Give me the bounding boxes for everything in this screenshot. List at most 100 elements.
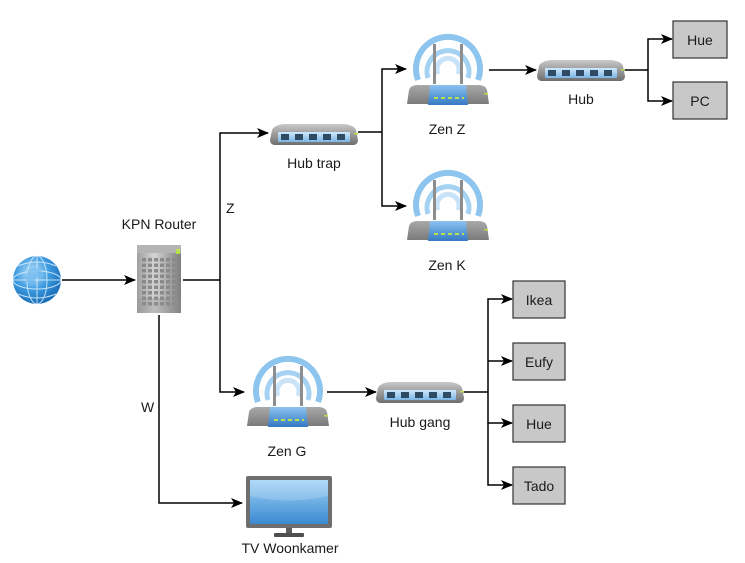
- server-vent: [148, 263, 152, 267]
- node-hue-top[interactable]: Hue: [672, 20, 728, 59]
- tado-label: Tado: [524, 478, 555, 494]
- node-internet[interactable]: [12, 255, 62, 305]
- wifi-router-icon: [247, 359, 329, 427]
- server-vent: [148, 291, 152, 295]
- server-vent: [160, 302, 164, 306]
- device-box: [512, 280, 566, 319]
- server-vent: [172, 280, 176, 284]
- server-vent: [142, 291, 146, 295]
- server-vent: [154, 274, 158, 278]
- server-vent: [160, 280, 164, 284]
- zen-g-label: Zen G: [268, 443, 307, 459]
- server-vent: [142, 263, 146, 267]
- node-hub-trap[interactable]: Hub trap: [270, 124, 358, 171]
- node-ikea[interactable]: Ikea: [512, 280, 566, 319]
- server-vent: [172, 296, 176, 300]
- server-vent: [154, 263, 158, 267]
- server-vent: [142, 280, 146, 284]
- server-vent: [166, 263, 170, 267]
- server-vent: [142, 258, 146, 262]
- hub-label: Hub: [568, 91, 594, 107]
- server-vent: [148, 258, 152, 262]
- server-vent: [142, 274, 146, 278]
- server-vent: [172, 258, 176, 262]
- server-vent: [154, 258, 158, 262]
- server-vent: [154, 291, 158, 295]
- node-kpn-router[interactable]: KPN Router: [122, 216, 197, 313]
- edge-hub-gang-tado: [487, 423, 513, 490]
- server-vent: [172, 269, 176, 273]
- server-vent: [166, 285, 170, 289]
- node-zen-k[interactable]: Zen K: [407, 173, 489, 273]
- server-vent: [142, 269, 146, 273]
- server-vent: [154, 285, 158, 289]
- pc-label: PC: [690, 93, 709, 109]
- device-box: [512, 466, 566, 505]
- server-vent: [160, 263, 164, 267]
- edge-hub-gang-ikea: [487, 294, 513, 392]
- edges: Z W: [62, 34, 673, 508]
- edge-hub-trap-zen-k: [381, 132, 407, 211]
- node-hue-bottom[interactable]: Hue: [512, 404, 566, 443]
- server-vent: [148, 285, 152, 289]
- node-hub-gang[interactable]: Hub gang: [376, 382, 464, 430]
- kpn-router-label: KPN Router: [122, 216, 197, 232]
- node-zen-g[interactable]: Zen G: [247, 359, 329, 459]
- edge-router-zen-g: [219, 280, 245, 397]
- device-box: [512, 342, 566, 381]
- ikea-label: Ikea: [526, 292, 553, 308]
- server-vent: [172, 263, 176, 267]
- server-vent: [142, 285, 146, 289]
- device-box: [672, 20, 728, 59]
- edge-hub-hue: [647, 34, 673, 70]
- server-vent: [172, 302, 176, 306]
- network-hub-icon: [270, 124, 358, 145]
- server-vent: [166, 296, 170, 300]
- edge-hub-trap-zen-z: [381, 64, 407, 132]
- server-vent: [148, 274, 152, 278]
- server-vent: [160, 285, 164, 289]
- node-zen-z[interactable]: Zen Z: [407, 37, 489, 137]
- node-hub[interactable]: Hub: [537, 60, 625, 107]
- device-box: [672, 81, 728, 120]
- server-vent: [142, 296, 146, 300]
- server-vent: [166, 280, 170, 284]
- server-vent: [160, 274, 164, 278]
- edge-hub-gang-hue: [487, 392, 513, 428]
- edge-router-tv: [158, 315, 243, 508]
- server-vent: [154, 280, 158, 284]
- server-vent: [172, 285, 176, 289]
- eufy-label: Eufy: [525, 354, 553, 370]
- server-vent: [166, 258, 170, 262]
- edge-label-w: W: [141, 399, 155, 415]
- server-vent: [166, 274, 170, 278]
- server-vent: [160, 258, 164, 262]
- server-vent: [166, 291, 170, 295]
- node-tv[interactable]: TV Woonkamer: [242, 476, 339, 556]
- zen-k-label: Zen K: [428, 257, 466, 273]
- edge-label-z: Z: [226, 200, 235, 216]
- network-hub-icon: [376, 382, 464, 403]
- node-eufy[interactable]: Eufy: [512, 342, 566, 381]
- server-vent: [142, 302, 146, 306]
- hub-gang-label: Hub gang: [390, 414, 451, 430]
- tv-label: TV Woonkamer: [242, 540, 339, 556]
- server-vent: [172, 291, 176, 295]
- monitor-icon: [246, 476, 332, 537]
- server-vent: [172, 274, 176, 278]
- server-vent: [160, 291, 164, 295]
- server-tower-icon: [137, 245, 181, 313]
- server-vent: [154, 269, 158, 273]
- wifi-router-icon: [407, 173, 489, 241]
- node-tado[interactable]: Tado: [512, 466, 566, 505]
- hue-bottom-label: Hue: [526, 416, 552, 432]
- server-vent: [166, 302, 170, 306]
- server-vent: [148, 302, 152, 306]
- server-vent: [148, 280, 152, 284]
- server-vent: [148, 296, 152, 300]
- hub-trap-label: Hub trap: [287, 155, 341, 171]
- edge-router-hub-trap: [219, 128, 269, 280]
- device-box: [512, 404, 566, 443]
- node-pc[interactable]: PC: [672, 81, 728, 120]
